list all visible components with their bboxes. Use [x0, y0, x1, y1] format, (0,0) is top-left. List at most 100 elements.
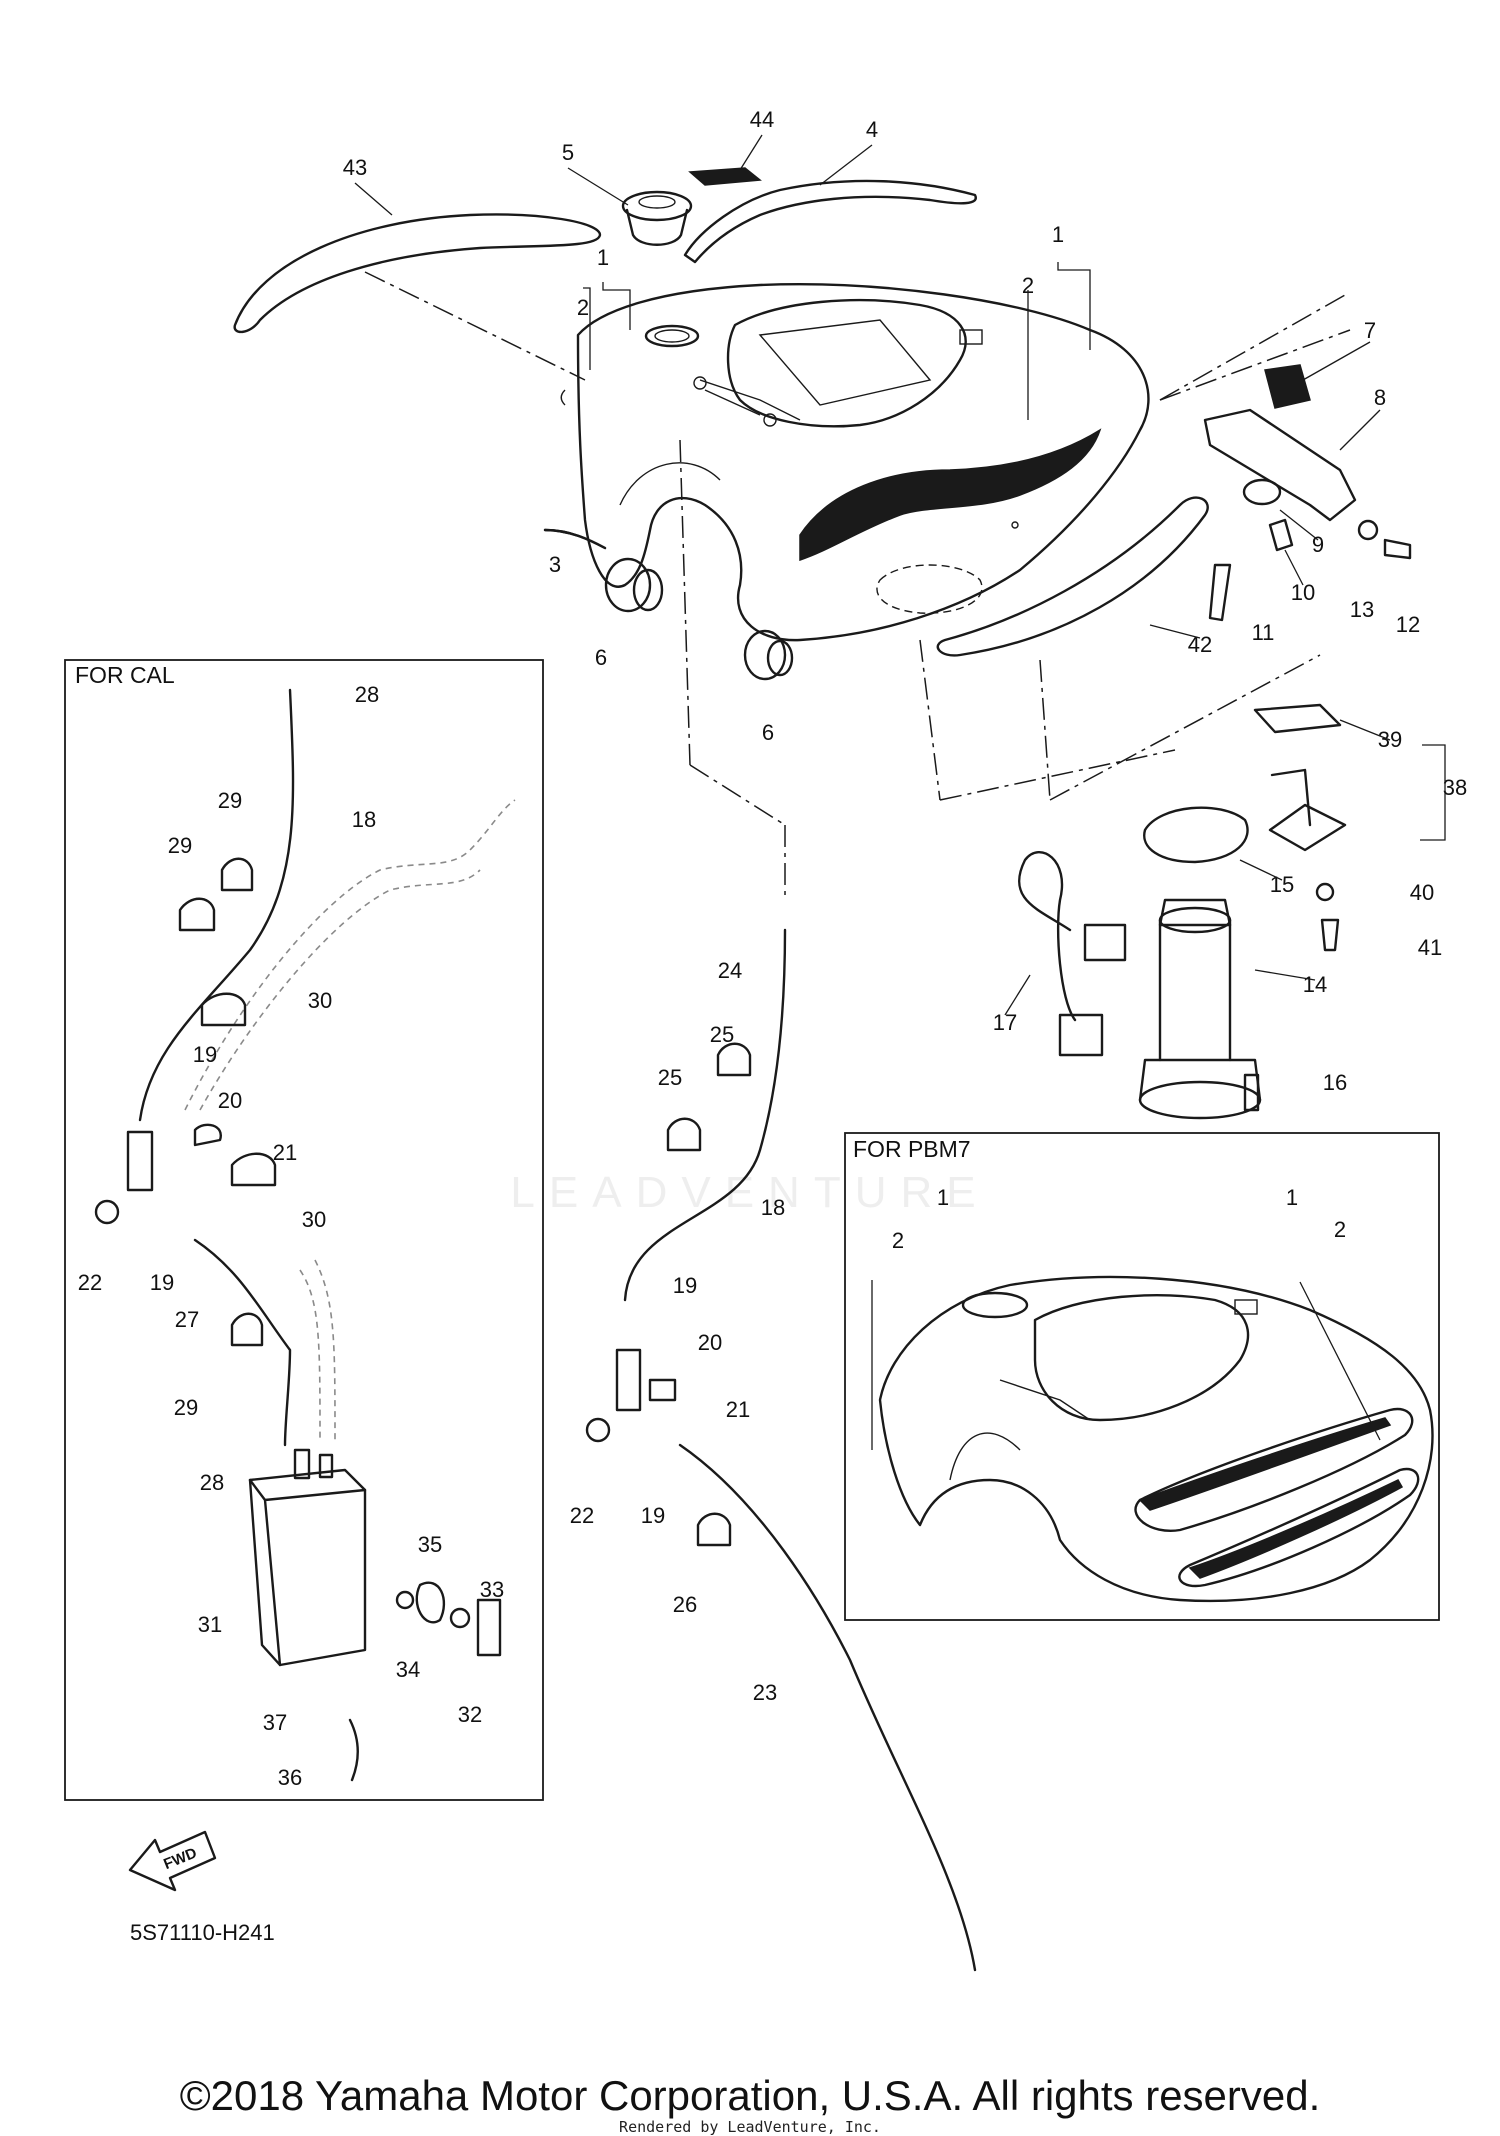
- callout-28: 28: [200, 1470, 224, 1495]
- clamp-30-b[interactable]: [230, 1152, 277, 1187]
- washer-13[interactable]: [1357, 519, 1379, 541]
- diagram-code-label: 5S71110-H241: [130, 1920, 275, 1945]
- callout-33: 33: [480, 1577, 504, 1602]
- callout-22: 22: [570, 1503, 594, 1528]
- callout-1: 1: [1286, 1185, 1298, 1210]
- callout-14: 14: [1303, 972, 1327, 997]
- callout-36: 36: [278, 1765, 302, 1790]
- callout-9: 9: [1312, 532, 1324, 557]
- fuel-hose-17[interactable]: [1017, 850, 1077, 1022]
- collar[interactable]: [1242, 478, 1282, 506]
- callout-30: 30: [302, 1207, 326, 1232]
- callout-labels: 1 2 1 2 3 4 5 6 6 7 8 9 10 11 12 13 14 1…: [78, 107, 1467, 1790]
- callout-1: 1: [937, 1185, 949, 1210]
- breather-pipe[interactable]: [543, 528, 607, 550]
- callout-2: 2: [1022, 273, 1034, 298]
- cap-22-cal[interactable]: [94, 1199, 120, 1225]
- hose-connector-lower[interactable]: [1058, 1013, 1104, 1057]
- callout-22: 22: [78, 1270, 102, 1295]
- fuel-cap[interactable]: [621, 190, 693, 246]
- callout-41: 41: [1418, 935, 1442, 960]
- callout-19: 19: [150, 1270, 174, 1295]
- cal-box: [64, 659, 544, 1801]
- clamp-29-a[interactable]: [178, 897, 216, 932]
- callout-8: 8: [1374, 385, 1386, 410]
- bracket-35[interactable]: [415, 1581, 446, 1624]
- callout-35: 35: [418, 1532, 442, 1557]
- valve-20-center[interactable]: [615, 1348, 642, 1412]
- canister[interactable]: [248, 1448, 367, 1667]
- pump-gasket[interactable]: [1143, 806, 1249, 864]
- callout-20: 20: [698, 1330, 722, 1355]
- callout-30: 30: [308, 988, 332, 1013]
- clip-21-cal[interactable]: [193, 1123, 222, 1147]
- pbm7-box: [844, 1132, 1440, 1621]
- callout-29: 29: [174, 1395, 198, 1420]
- hose-connector-upper[interactable]: [1083, 923, 1127, 962]
- callout-19: 19: [641, 1503, 665, 1528]
- hose-18-center[interactable]: [623, 928, 787, 1302]
- nut-34[interactable]: [395, 1590, 415, 1610]
- damper-grommet[interactable]: [604, 557, 794, 681]
- bolt-16[interactable]: [1243, 1073, 1260, 1112]
- fuel-pump[interactable]: [1138, 898, 1262, 1120]
- fuel-tank[interactable]: [560, 283, 1150, 642]
- callout-27: 27: [175, 1307, 199, 1332]
- callout-24: 24: [718, 958, 742, 983]
- callout-29: 29: [168, 833, 192, 858]
- upper-emblem-plate[interactable]: [688, 167, 762, 186]
- callout-19: 19: [673, 1273, 697, 1298]
- callout-37: 37: [263, 1710, 287, 1735]
- clamp-30-a[interactable]: [200, 992, 247, 1027]
- callout-25: 25: [710, 1022, 734, 1047]
- fuel-sender-unit[interactable]: [1268, 768, 1347, 852]
- clamp-26[interactable]: [696, 1512, 732, 1547]
- right-upper-trim[interactable]: [683, 179, 977, 264]
- callout-38: 38: [1443, 775, 1467, 800]
- callout-6: 6: [762, 720, 774, 745]
- callout-26: 26: [673, 1592, 697, 1617]
- callout-17: 17: [993, 1010, 1017, 1035]
- cal-box-title: FOR CAL: [75, 662, 175, 688]
- washer-40[interactable]: [1315, 882, 1335, 902]
- clamp-29-b[interactable]: [220, 857, 254, 892]
- clip-21-center[interactable]: [648, 1378, 677, 1402]
- pbm7-box-title: FOR PBM7: [853, 1136, 971, 1162]
- frame-outline: [184, 799, 516, 1111]
- left-side-trim[interactable]: [233, 213, 602, 334]
- copyright-text: ©2018 Yamaha Motor Corporation, U.S.A. A…: [179, 2072, 1321, 2119]
- callout-4: 4: [866, 117, 878, 142]
- rear-bracket[interactable]: [1203, 408, 1357, 522]
- pbm7-fuel-tank[interactable]: [878, 1275, 1434, 1603]
- cap-22-center[interactable]: [585, 1417, 611, 1443]
- hose-23[interactable]: [678, 1443, 977, 1972]
- callout-34: 34: [396, 1657, 420, 1682]
- spacer[interactable]: [1268, 518, 1294, 552]
- callout-31: 31: [198, 1612, 222, 1637]
- lower-side-trim[interactable]: [936, 496, 1209, 657]
- valve-20-cal[interactable]: [126, 1130, 154, 1192]
- collar-32[interactable]: [449, 1607, 471, 1629]
- hose-27[interactable]: [193, 1238, 292, 1447]
- watermark: LEADVENTURE: [510, 1168, 990, 1217]
- bolt-12[interactable]: [1383, 538, 1412, 560]
- clamp-25-b[interactable]: [716, 1042, 752, 1077]
- callout-1: 1: [597, 245, 609, 270]
- callout-7: 7: [1364, 318, 1376, 343]
- callout-13: 13: [1350, 597, 1374, 622]
- clamp-25-a[interactable]: [666, 1117, 702, 1152]
- callout-20: 20: [218, 1088, 242, 1113]
- rear-bracket-damper[interactable]: [1264, 364, 1311, 409]
- callout-29: 29: [218, 788, 242, 813]
- callout-12: 12: [1396, 612, 1420, 637]
- sender-gasket[interactable]: [1253, 703, 1342, 734]
- bolt-33[interactable]: [476, 1598, 502, 1657]
- hose-18-cal[interactable]: [138, 688, 295, 1122]
- clamp-29-c[interactable]: [230, 1312, 264, 1347]
- hose-36[interactable]: [348, 1718, 359, 1782]
- callout-6: 6: [595, 645, 607, 670]
- screw-41[interactable]: [1320, 918, 1340, 952]
- callout-23: 23: [753, 1680, 777, 1705]
- bolt-11[interactable]: [1208, 563, 1232, 622]
